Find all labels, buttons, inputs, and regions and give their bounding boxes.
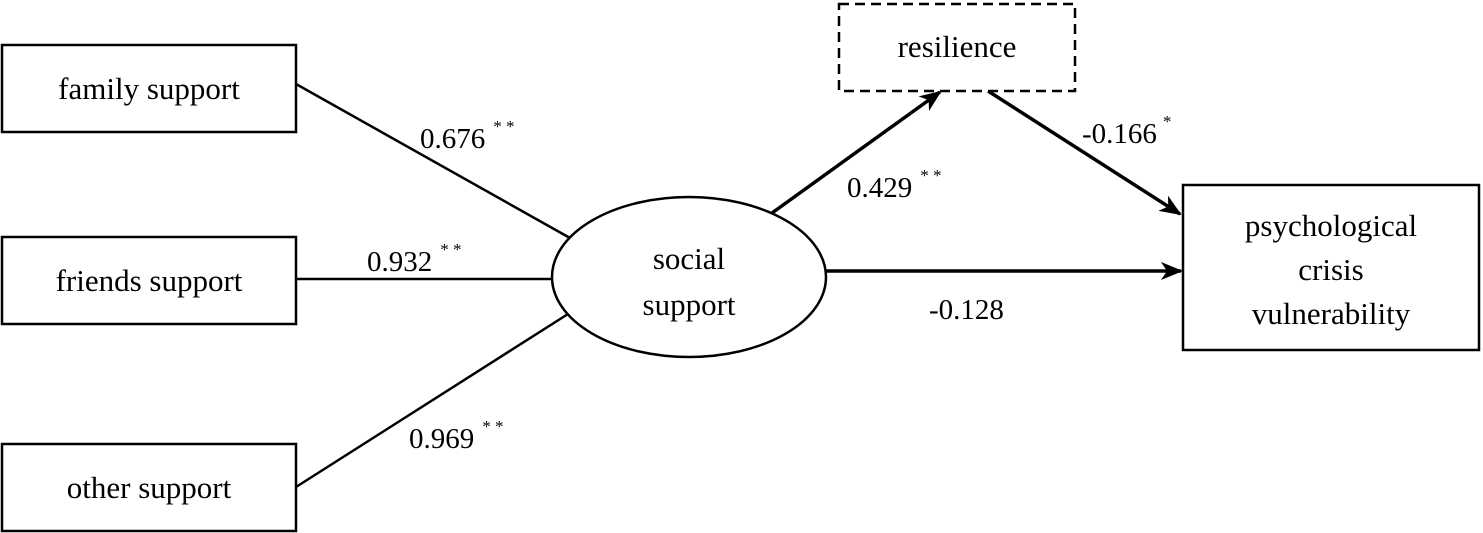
coef-social-to-resilience-value: 0.429 xyxy=(847,172,912,204)
coef-social-to-resilience-sig: * * xyxy=(920,166,941,185)
coef-other-to-social-sig: * * xyxy=(482,417,503,436)
coef-family-to-social: 0.676 * * xyxy=(420,117,515,155)
coef-social-to-resilience: 0.429 * * xyxy=(847,166,942,204)
path-other-to-social xyxy=(295,312,569,489)
coef-resilience-to-vulnerability-sig: * xyxy=(1163,112,1172,131)
coef-family-to-social-sig: * * xyxy=(493,117,514,136)
node-family-support-label: family support xyxy=(58,71,240,106)
node-friends-support: friends support xyxy=(0,235,298,326)
node-resilience-label: resilience xyxy=(898,29,1017,64)
node-family-support: family support xyxy=(0,43,298,134)
node-social-support-label-line1: social xyxy=(653,241,725,276)
node-vulnerability-label-line3: vulnerability xyxy=(1252,296,1411,331)
node-other-support: other support xyxy=(0,442,298,533)
coef-friends-to-social-value: 0.932 xyxy=(367,246,432,278)
path-family-to-social xyxy=(295,82,571,240)
coef-other-to-social-value: 0.969 xyxy=(409,423,474,455)
node-vulnerability-label-line2: crisis xyxy=(1298,252,1363,287)
node-psychological-crisis-vulnerability: psychological crisis vulnerability xyxy=(1181,183,1481,352)
node-other-support-label: other support xyxy=(67,470,232,505)
coef-social-to-vulnerability: -0.128 xyxy=(929,294,1004,326)
coef-social-to-vulnerability-value: -0.128 xyxy=(929,294,1004,326)
node-vulnerability-label-line1: psychological xyxy=(1245,208,1417,243)
node-social-support: social support xyxy=(550,195,828,359)
coef-resilience-to-vulnerability: -0.166 * xyxy=(1082,112,1171,150)
coef-friends-to-social-sig: * * xyxy=(440,240,461,259)
node-resilience: resilience xyxy=(837,2,1077,93)
coef-friends-to-social: 0.932 * * xyxy=(367,240,462,278)
coef-family-to-social-value: 0.676 xyxy=(420,123,485,155)
node-friends-support-label: friends support xyxy=(56,263,243,298)
node-social-support-label-line2: support xyxy=(643,287,736,322)
coef-resilience-to-vulnerability-value: -0.166 xyxy=(1082,118,1157,150)
path-resilience-to-vulnerability xyxy=(987,89,1182,216)
path-social-to-resilience xyxy=(770,90,942,215)
coef-other-to-social: 0.969 * * xyxy=(409,417,504,455)
